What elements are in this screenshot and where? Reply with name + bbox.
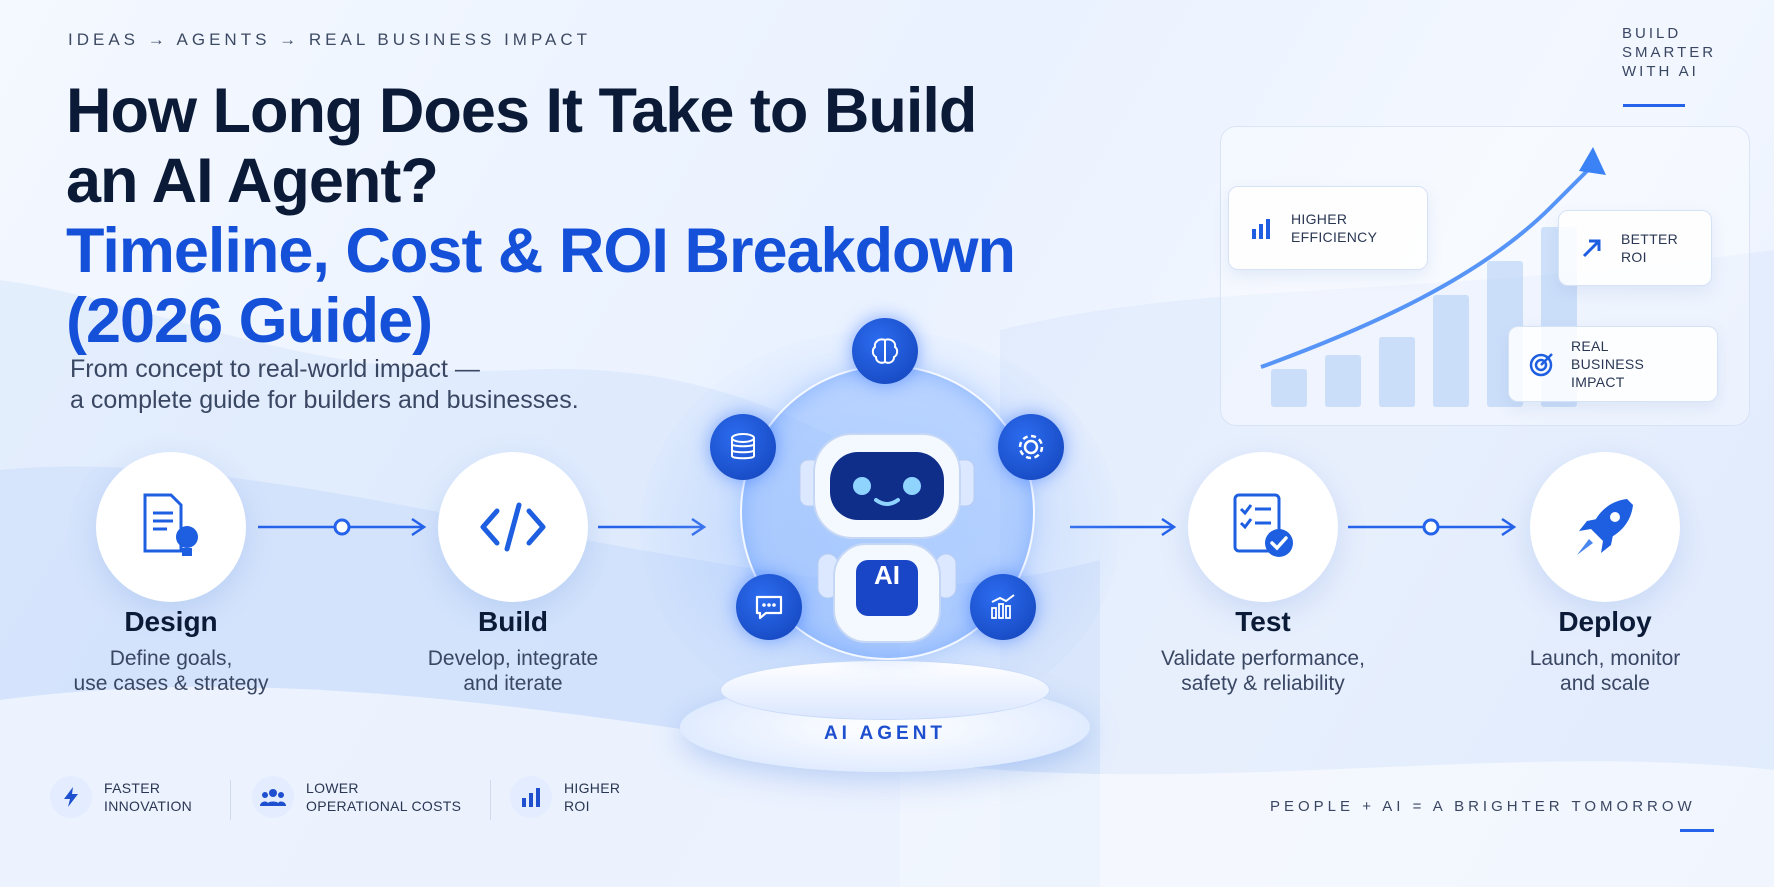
step-deploy [1530, 452, 1680, 602]
benefit-icon-wrap [50, 776, 92, 818]
checklist-icon [1233, 493, 1293, 557]
corner-line-1: BUILD [1622, 25, 1682, 42]
stat-card-impact: REAL BUSINESS IMPACT [1508, 326, 1718, 402]
step-title: Deploy [1558, 606, 1652, 637]
footer-tagline: PEOPLE + AI = A BRIGHTER TOMORROW [1270, 798, 1696, 815]
robot-badge: AI [874, 560, 900, 590]
corner-line-2: SMARTER [1622, 44, 1717, 61]
tagline: IDEAS → AGENTS → REAL BUSINESS IMPACT [68, 30, 592, 49]
step-desc-line-2: and scale [1560, 672, 1650, 695]
step-desc-line-2: use cases & strategy [73, 672, 269, 695]
step-build [438, 452, 588, 602]
agent-label: AI AGENT [823, 723, 947, 744]
orbit-brain [852, 318, 918, 384]
benefit-roi: HIGHER ROI [510, 776, 620, 818]
benefit-line-1: FASTER [104, 780, 161, 796]
database-icon [731, 433, 755, 460]
benefit-innovation: FASTER INNOVATION [50, 776, 192, 818]
title-line-2: an AI Agent? [66, 146, 439, 216]
stat-card-efficiency: HIGHER EFFICIENCY [1228, 186, 1428, 270]
document-lightbulb-icon [143, 493, 198, 556]
step-desc-line-2: safety & reliability [1181, 672, 1345, 695]
orbit-gear [998, 414, 1064, 480]
title-line-4: (2026 Guide) [66, 286, 433, 356]
chat-icon [755, 595, 783, 620]
benefit-line-2: OPERATIONAL COSTS [306, 798, 462, 814]
code-icon [480, 502, 546, 552]
stat-card-roi: BETTER ROI [1558, 210, 1712, 286]
step-description: Validate performance, safety & reliabili… [1123, 646, 1403, 696]
benefit-divider [490, 780, 491, 820]
title-line-1: How Long Does It Take to Build [66, 76, 977, 146]
growth-bar [1325, 355, 1361, 407]
stat-line-2: ROI [1621, 249, 1647, 265]
growth-arrow-icon [1260, 147, 1606, 369]
step-design [96, 452, 246, 602]
corner-line-3: WITH AI [1622, 63, 1699, 80]
step-desc-line-1: Validate performance, [1161, 647, 1365, 670]
stat-line-1: HIGHER [1291, 211, 1348, 227]
orbit-chat [736, 574, 802, 640]
target-icon [1529, 353, 1553, 377]
page-title: How Long Does It Take to Build an AI Age… [66, 76, 1126, 356]
bar-chart-icon [522, 788, 540, 807]
corner-underline [1623, 104, 1685, 107]
stat-line-2: EFFICIENCY [1291, 229, 1378, 245]
robot-icon [799, 433, 975, 643]
stat-line-2: BUSINESS IMPACT [1571, 356, 1645, 390]
lightning-icon [64, 787, 78, 807]
step-desc-line-1: Develop, integrate [427, 647, 599, 670]
benefit-icon-wrap [510, 776, 552, 818]
step-title: Design [124, 606, 218, 637]
brain-icon [871, 338, 899, 364]
benefit-line-1: HIGHER [564, 780, 621, 796]
corner-tagline: BUILD SMARTER WITH AI [1622, 24, 1752, 81]
subtitle-line-2: a complete guide for builders and busine… [70, 386, 579, 414]
benefit-divider [230, 780, 231, 820]
growth-bar [1271, 369, 1307, 407]
step-description: Launch, monitor and scale [1465, 646, 1745, 696]
bar-chart-icon [1252, 219, 1270, 239]
step-title: Test [1235, 606, 1291, 637]
subtitle: From concept to real-world impact — a co… [70, 354, 670, 416]
analytics-icon [991, 594, 1015, 619]
benefit-line-2: ROI [564, 798, 590, 814]
step-description: Define goals, use cases & strategy [31, 646, 311, 696]
growth-bar [1433, 295, 1469, 407]
step-desc-line-1: Define goals, [109, 647, 233, 670]
step-description: Develop, integrate and iterate [373, 646, 653, 696]
stat-line-1: BETTER [1621, 231, 1679, 247]
subtitle-line-1: From concept to real-world impact — [70, 355, 480, 383]
step-title: Build [478, 606, 548, 637]
title-line-3: Timeline, Cost & ROI Breakdown [66, 216, 1016, 286]
benefit-line-2: INNOVATION [104, 798, 193, 814]
orbit-analytics [970, 574, 1036, 640]
benefit-icon-wrap [252, 776, 294, 818]
stat-line-1: REAL [1571, 338, 1609, 354]
trend-up-arrow-icon [1582, 239, 1601, 258]
orbit-database [710, 414, 776, 480]
growth-bar [1379, 337, 1415, 407]
people-icon [260, 789, 286, 806]
pedestal-top [720, 660, 1050, 720]
rocket-icon [1577, 499, 1633, 555]
step-desc-line-2: and iterate [463, 672, 563, 695]
benefit-costs: LOWER OPERATIONAL COSTS [252, 776, 461, 818]
footer-underline [1680, 829, 1714, 832]
step-desc-line-1: Launch, monitor [1529, 647, 1681, 670]
step-test [1188, 452, 1338, 602]
gear-icon [1018, 434, 1044, 460]
benefit-line-1: LOWER [306, 780, 359, 796]
